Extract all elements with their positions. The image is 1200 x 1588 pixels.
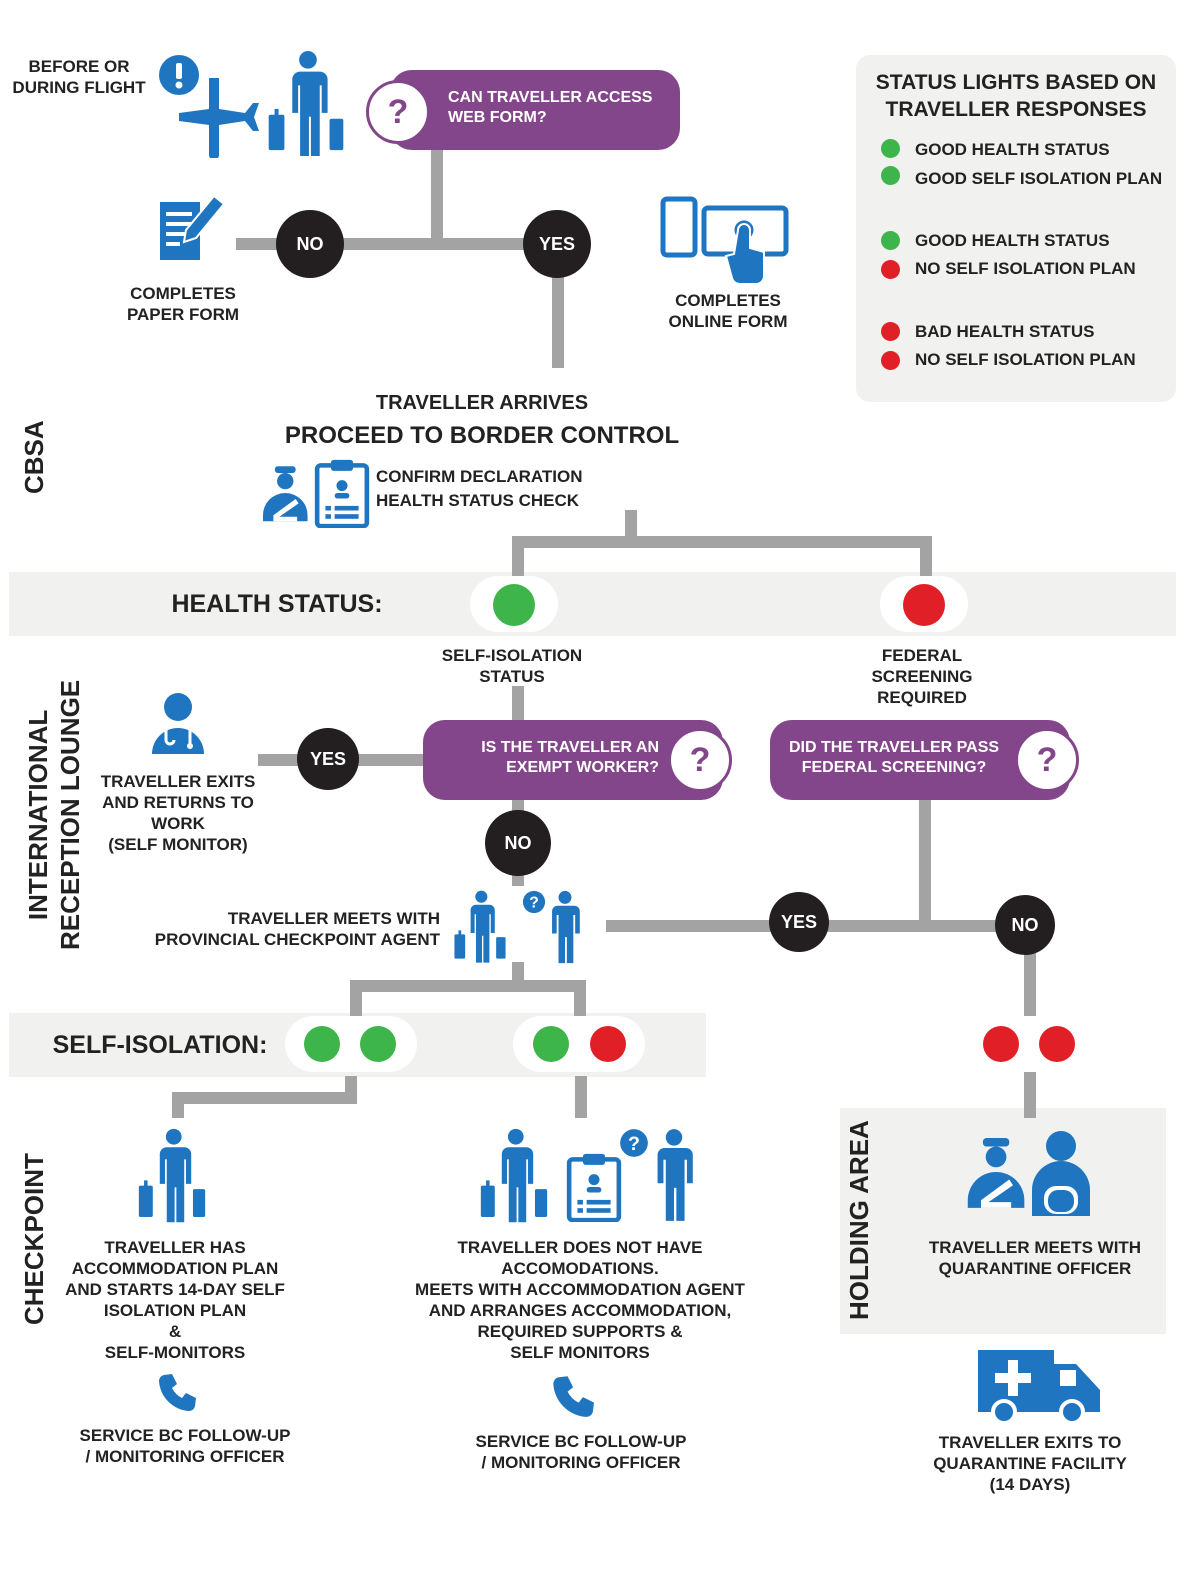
federal-no-decision: NO (995, 895, 1055, 955)
connector (431, 148, 443, 244)
checkpoint-section-label: CHECKPOINT (19, 1153, 49, 1325)
legend-item: BAD HEALTH STATUS (915, 322, 1095, 341)
health-light-green (493, 584, 535, 626)
web-form-question-text: CAN TRAVELLER ACCESS WEB FORM? (448, 89, 653, 126)
proceed-border-control: PROCEED TO BORDER CONTROL (284, 422, 680, 449)
exits-facility-label: TRAVELLER EXITS TO QUARANTINE FACILITY (… (933, 1433, 1127, 1494)
connector (350, 980, 362, 1016)
connector (1024, 950, 1036, 1016)
connector (552, 270, 564, 368)
connector (512, 536, 932, 548)
holding-light-red (1039, 1026, 1075, 1062)
connector (172, 1092, 357, 1104)
has-plan-label: TRAVELLER HAS ACCOMMODATION PLAN AND STA… (65, 1238, 285, 1362)
holding-area-section-label: HOLDING AREA (844, 1120, 874, 1320)
legend-item: GOOD SELF ISOLATION PLAN (915, 169, 1163, 188)
agent-icon (650, 1128, 698, 1222)
online-form-label: COMPLETES ONLINE FORM (668, 291, 788, 331)
legend-dot (881, 260, 900, 279)
self-isolation-status-label: SELF-ISOLATION STATUS (441, 646, 583, 686)
connector (172, 1092, 184, 1118)
self-isolation-light-green (533, 1026, 569, 1062)
ambulance-icon (976, 1346, 1102, 1425)
paper-form-icon (158, 194, 228, 266)
online-form-icon (660, 196, 790, 288)
legend-dot (881, 166, 900, 185)
question-bubble-icon (619, 1128, 649, 1158)
exempt-no-decision: NO (485, 810, 551, 876)
legend-dot (881, 351, 900, 370)
connector (575, 1076, 587, 1118)
paper-form-label: COMPLETES PAPER FORM (126, 284, 240, 324)
federal-screening-label: FEDERAL SCREENING REQUIRED (871, 646, 973, 707)
phone-icon (550, 1374, 594, 1418)
federal-screening-question-text: DID THE TRAVELLER PASS FEDERAL SCREENING… (788, 739, 1000, 776)
traveller-icon (266, 50, 346, 158)
meets-agent-label: TRAVELLER MEETS WITH PROVINCIAL CHECKPOI… (154, 909, 440, 949)
health-status-band (9, 572, 1176, 636)
connector (574, 980, 586, 1016)
legend-item: GOOD HEALTH STATUS (915, 140, 1110, 159)
quarantine-officer-label: TRAVELLER MEETS WITH QUARANTINE OFFICER (928, 1238, 1142, 1278)
self-isolation-light-red (590, 1026, 626, 1062)
clipboard-icon (314, 458, 370, 528)
quarantine-officer-icon (964, 1124, 1030, 1220)
legend-item: GOOD HEALTH STATUS (915, 231, 1110, 250)
legend-dot (881, 139, 900, 158)
exempt-worker-question-text: IS THE TRAVELLER AN EXEMPT WORKER? (481, 739, 659, 776)
before-flight-label: BEFORE OR DURING FLIGHT (12, 57, 146, 97)
phone-icon (156, 1372, 196, 1412)
legend-dot (881, 322, 900, 341)
traveller-icon (476, 1128, 552, 1224)
connector (919, 796, 931, 926)
lounge-section-label: INTERNATIONAL RECEPTION LOUNGE (23, 679, 85, 950)
alert-icon (158, 54, 200, 96)
traveller-person-icon (1030, 1130, 1092, 1218)
legend-title: STATUS LIGHTS BASED ON TRAVELLER RESPONS… (875, 71, 1157, 121)
health-status-label: HEALTH STATUS: (171, 590, 383, 618)
no-accommodation-label: TRAVELLER DOES NOT HAVE ACCOMODATIONS. M… (415, 1238, 745, 1362)
yes-decision: YES (523, 210, 591, 278)
question-icon: ? (366, 80, 430, 144)
legend-item: NO SELF ISOLATION PLAN (915, 350, 1136, 369)
service-bc-label: SERVICE BC FOLLOW-UP / MONITORING OFFICE… (79, 1426, 291, 1466)
holding-light-red (983, 1026, 1019, 1062)
service-bc-label: SERVICE BC FOLLOW-UP / MONITORING OFFICE… (475, 1432, 687, 1472)
connector (512, 686, 524, 726)
exits-work-label: TRAVELLER EXITS AND RETURNS TO WORK (SEL… (100, 772, 256, 854)
status-legend: STATUS LIGHTS BASED ON TRAVELLER RESPONS… (856, 55, 1176, 402)
question-icon: ? (668, 728, 732, 792)
legend-item: NO SELF ISOLATION PLAN (915, 259, 1136, 278)
officer-icon (260, 460, 312, 526)
confirm-declaration: CONFIRM DECLARATION HEALTH STATUS CHECK (376, 467, 583, 510)
traveller-icon (134, 1128, 210, 1224)
self-isolation-light-green (304, 1026, 340, 1062)
question-icon: ? (1015, 728, 1079, 792)
connector (350, 980, 586, 992)
web-form-question: CAN TRAVELLER ACCESS WEB FORM? (390, 70, 680, 150)
health-light-red (903, 584, 945, 626)
agent-icon (546, 890, 584, 964)
legend-dot (881, 231, 900, 250)
traveller-arrives: TRAVELLER ARRIVES (375, 392, 589, 414)
no-decision: NO (276, 210, 344, 278)
connector (512, 536, 524, 578)
connector (920, 536, 932, 578)
connector (1024, 1072, 1036, 1118)
cbsa-section-label: CBSA (19, 420, 49, 494)
traveller-icon (452, 890, 508, 964)
clipboard-icon (565, 1152, 623, 1222)
self-isolation-label: SELF-ISOLATION: (52, 1031, 268, 1059)
worker-icon (150, 692, 206, 756)
question-bubble-icon (522, 890, 546, 914)
exempt-yes-decision: YES (297, 728, 359, 790)
self-isolation-light-green (360, 1026, 396, 1062)
federal-yes-decision: YES (769, 892, 829, 952)
airplane-icon (176, 74, 262, 160)
